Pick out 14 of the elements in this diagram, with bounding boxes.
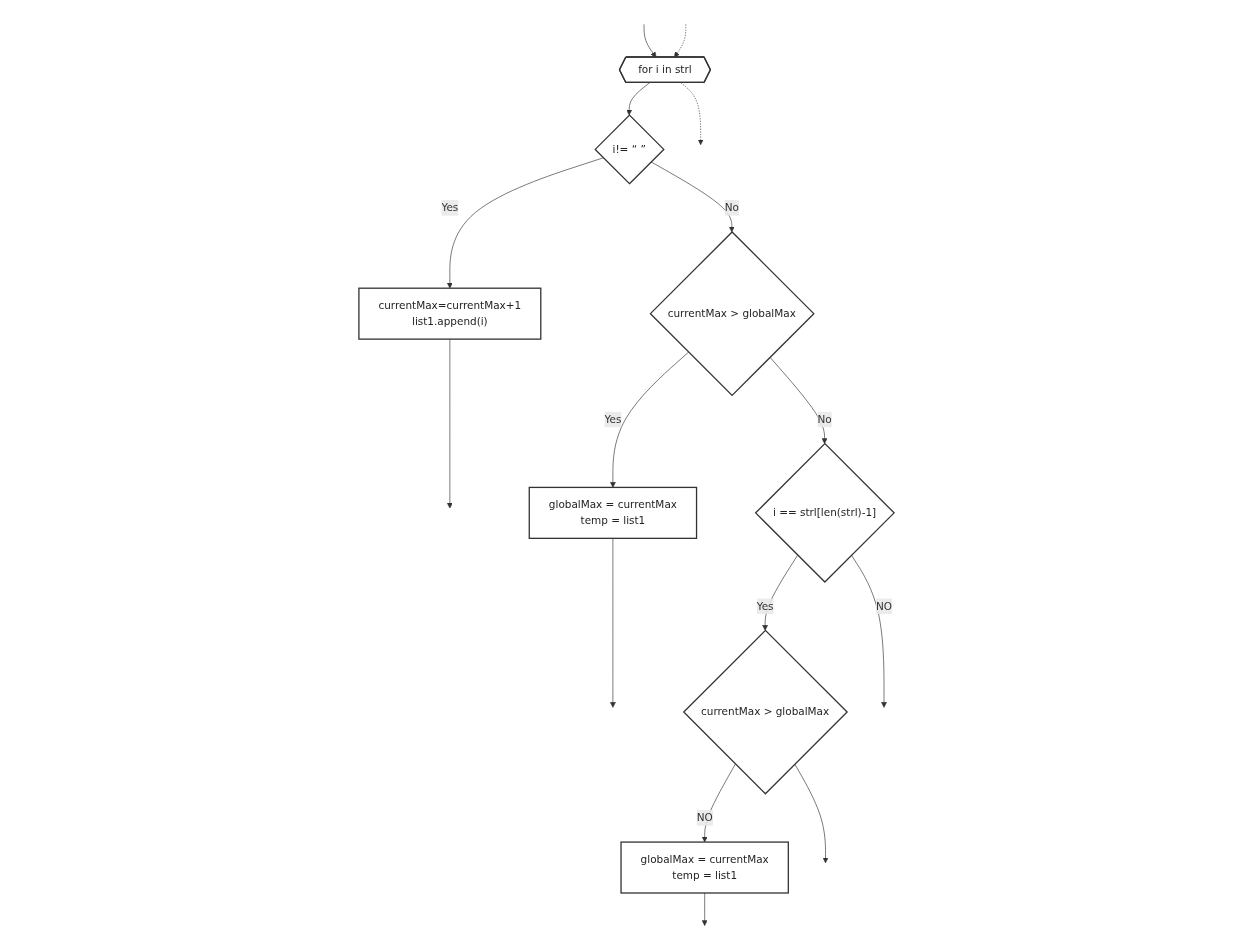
edge-label: Yes — [441, 201, 459, 214]
node-diamond: currentMax > globalMax — [649, 231, 815, 397]
edge-label: NO — [696, 811, 713, 824]
node-diamond: i == strl[len(strl)-1] — [754, 442, 895, 583]
node-diamond: currentMax > globalMax — [682, 629, 849, 795]
edge-label: Yes — [756, 599, 774, 613]
edge-label: NO — [875, 599, 893, 613]
node-diamond: i!= “ ” — [594, 114, 665, 185]
edge-label: No — [724, 201, 739, 214]
edge-label: No — [817, 412, 832, 426]
node-box: globalMax = currentMax temp = list1 — [620, 841, 789, 894]
node-box: currentMax=currentMax+1 list1.append(i) — [358, 287, 542, 340]
edge-label: Yes — [604, 412, 622, 426]
node-box: globalMax = currentMax temp = list1 — [528, 486, 698, 539]
